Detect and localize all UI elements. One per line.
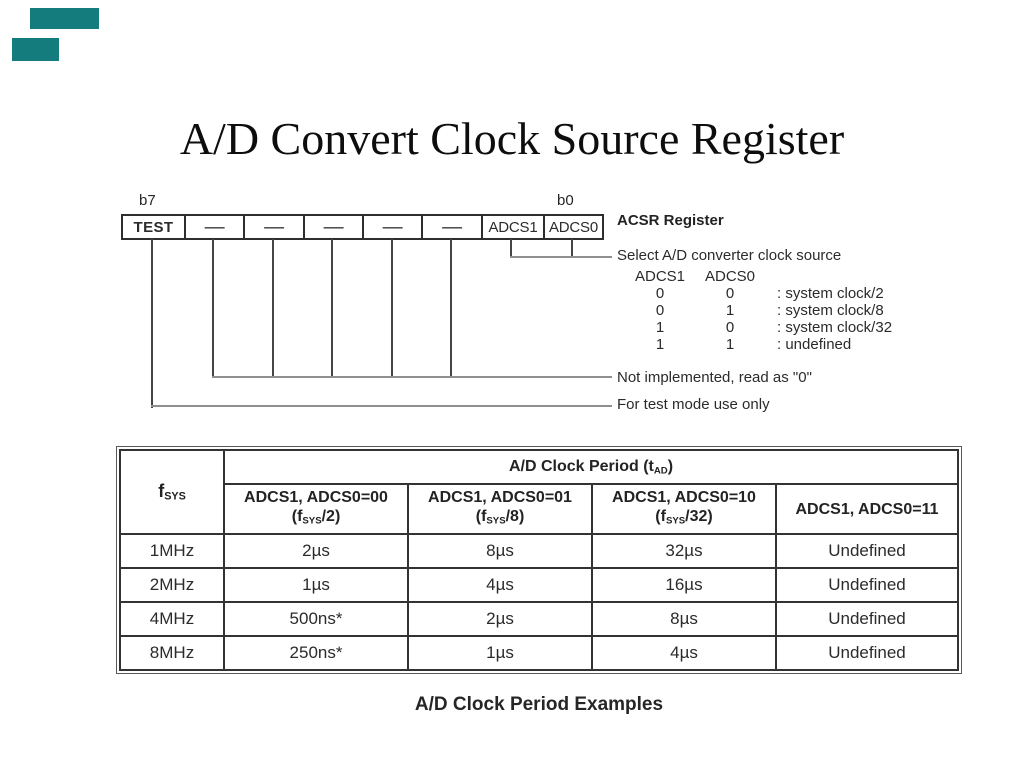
connector-line-test: [151, 239, 153, 408]
bit-label-b0: b0: [557, 192, 574, 209]
leader-line-clock-source: [510, 256, 612, 258]
table-cell: 1µs: [223, 567, 409, 603]
accent-bar-bottom: [12, 38, 59, 61]
register-cell-unused: —: [423, 216, 483, 238]
table-cell: 8µs: [407, 533, 593, 569]
table-row: 8MHz 250ns* 1µs 4µs Undefined: [119, 635, 959, 671]
table-caption: A/D Clock Period Examples: [414, 694, 664, 715]
connector-line-bit2: [450, 239, 452, 378]
table-cell: 250ns*: [223, 635, 409, 671]
clock-source-value: 0: [725, 285, 735, 302]
slide-title: A/D Convert Clock Source Register: [179, 113, 845, 164]
accent-bar-top: [30, 8, 99, 29]
clock-source-table: ADCS1 ADCS0 0 0 : system clock/2 0 1 : s…: [627, 268, 892, 353]
clock-source-value: 0: [655, 302, 665, 319]
clock-source-col-adcs0: ADCS0: [704, 268, 756, 285]
clock-period-table: fSYS A/D Clock Period (tAD) ADCS1, ADCS0…: [116, 446, 962, 674]
column-header-cell: ADCS1, ADCS0=01(fSYS/8): [407, 483, 593, 535]
period-header-cell: A/D Clock Period (tAD): [223, 449, 959, 485]
table-cell: Undefined: [775, 635, 959, 671]
table-cell: 4µs: [591, 635, 777, 671]
clock-source-value: 0: [725, 319, 735, 336]
table-cell: 32µs: [591, 533, 777, 569]
connector-line-bit5: [272, 239, 274, 378]
clock-source-desc: : system clock/8: [777, 302, 884, 319]
clock-source-note: Select A/D converter clock source: [617, 247, 842, 264]
table-cell: Undefined: [775, 533, 959, 569]
table-cell: 2µs: [407, 601, 593, 637]
register-cell-unused: —: [364, 216, 423, 238]
clock-source-desc: : system clock/32: [777, 319, 893, 336]
table-cell: 2MHz: [119, 567, 225, 603]
column-header-cell: ADCS1, ADCS0=11: [775, 483, 959, 535]
table-cell: 8MHz: [119, 635, 225, 671]
column-header-cell: ADCS1, ADCS0=00(fSYS/2): [223, 483, 409, 535]
not-implemented-note: Not implemented, read as "0": [617, 369, 812, 386]
clock-source-col-adcs1: ADCS1: [634, 268, 686, 285]
connector-line-adcs1: [510, 239, 512, 258]
clock-source-value: 1: [725, 302, 735, 319]
register-cell-adcs0: ADCS0: [548, 218, 599, 236]
table-cell: Undefined: [775, 601, 959, 637]
leader-line-not-implemented: [212, 376, 612, 378]
clock-source-value: 1: [655, 319, 665, 336]
acsr-register-label: ACSR Register: [617, 212, 724, 229]
table-cell: Undefined: [775, 567, 959, 603]
clock-source-value: 1: [655, 336, 665, 353]
connector-line-bit4: [331, 239, 333, 378]
connector-line-bit6: [212, 239, 214, 378]
table-cell: 2µs: [223, 533, 409, 569]
bit-label-b7: b7: [139, 192, 156, 209]
table-cell: 8µs: [591, 601, 777, 637]
register-diagram: TEST — — — — — ADCS1 ADCS0: [121, 214, 604, 240]
register-cell-test: TEST: [123, 216, 186, 238]
table-row: 1MHz 2µs 8µs 32µs Undefined: [119, 533, 959, 569]
clock-source-desc: : system clock/2: [777, 285, 884, 302]
fsys-header-cell: fSYS: [119, 449, 225, 535]
table-cell: 1MHz: [119, 533, 225, 569]
table-cell: 500ns*: [223, 601, 409, 637]
register-cell-unused: —: [245, 216, 305, 238]
test-mode-note: For test mode use only: [617, 396, 770, 413]
table-cell: 4MHz: [119, 601, 225, 637]
leader-line-test-mode: [151, 405, 612, 407]
register-cell-adcs1: ADCS1: [483, 216, 545, 238]
table-row: 2MHz 1µs 4µs 16µs Undefined: [119, 567, 959, 603]
connector-line-adcs0: [571, 239, 573, 258]
table-cell: 1µs: [407, 635, 593, 671]
column-header-cell: ADCS1, ADCS0=10(fSYS/32): [591, 483, 777, 535]
clock-source-value: 0: [655, 285, 665, 302]
table-row: 4MHz 500ns* 2µs 8µs Undefined: [119, 601, 959, 637]
table-cell: 16µs: [591, 567, 777, 603]
register-cell-unused: —: [186, 216, 245, 238]
table-cell: 4µs: [407, 567, 593, 603]
connector-line-bit3: [391, 239, 393, 378]
clock-source-value: 1: [725, 336, 735, 353]
register-cell-unused: —: [305, 216, 364, 238]
clock-source-desc: : undefined: [777, 336, 852, 353]
